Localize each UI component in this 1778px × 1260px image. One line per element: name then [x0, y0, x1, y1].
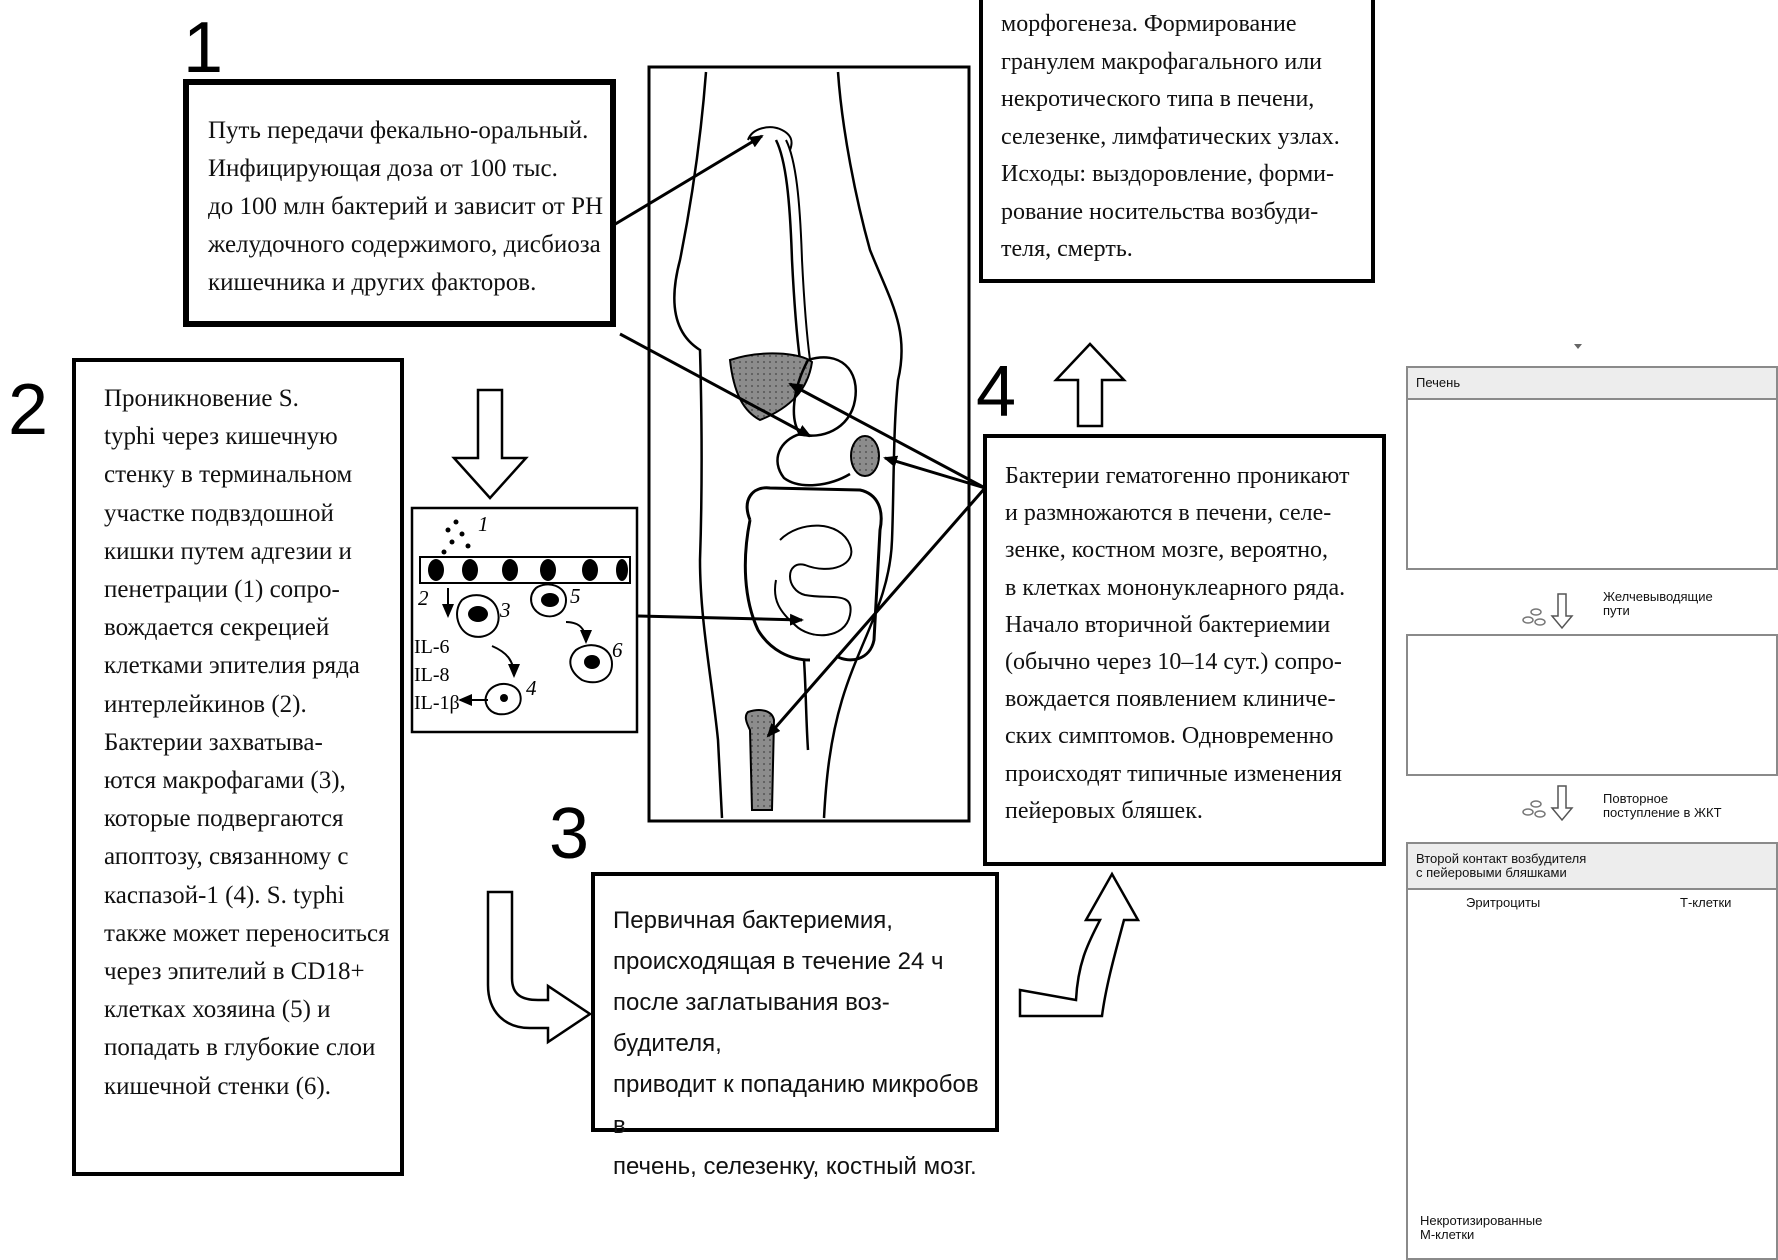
erythrocytes-label: Эритроциты — [1466, 896, 1540, 910]
duodenum — [777, 434, 850, 485]
step-5-text: морфогенеза. Формирование гранулем макро… — [1001, 11, 1340, 262]
step-3-box: Первичная бактериемия, происходящая в те… — [591, 872, 999, 1132]
necrotic-mcells-label: Некротизированные М-клетки — [1420, 1214, 1542, 1242]
stomach-shape — [794, 357, 856, 435]
step-4-text: Бактерии гематогенно проникают и размнож… — [1005, 463, 1349, 824]
step-1-text: Путь передачи фекально-оральный. Инфицир… — [208, 117, 603, 296]
step-4-box: Бактерии гематогенно проникают и размнож… — [983, 434, 1386, 866]
esophagus — [776, 140, 800, 360]
bacteria-icon-2 — [1523, 801, 1545, 817]
arrow-step1-to-mouth — [612, 136, 762, 226]
cell-5-nucleus — [541, 593, 559, 607]
bone-marrow — [746, 710, 774, 810]
inset-label-5: 5 — [570, 584, 581, 609]
bacteria-icon-1 — [1523, 609, 1545, 625]
liver-shape — [730, 353, 812, 420]
cytokine-il6: IL-6 — [414, 636, 450, 659]
colon-left — [745, 520, 810, 660]
macrophage-panel — [1406, 634, 1778, 776]
dropdown-marker-icon — [1574, 344, 1582, 349]
bile-ducts-label: Желчевыводящие пути — [1603, 590, 1713, 618]
spleen-shape — [851, 436, 879, 476]
peyer-contact-title: Второй контакт возбудителя с пейеровыми … — [1408, 844, 1776, 890]
cytokine-il8: IL-8 — [414, 664, 450, 687]
step-4-number: 4 — [976, 356, 1016, 428]
up-arrow-to-step4 — [1020, 874, 1138, 1016]
body-frame — [649, 67, 969, 821]
down-arrow-icon-2 — [1552, 786, 1572, 820]
cell-6-nucleus — [584, 655, 600, 669]
step-2-text: Проникновение S. typhi через кишечную ст… — [104, 385, 390, 1100]
up-arrow-to-step5 — [1056, 344, 1124, 426]
tcells-label: Т-клетки — [1680, 896, 1731, 910]
step-1-number: 1 — [183, 12, 223, 84]
inset-label-4: 4 — [526, 676, 537, 701]
down-arrow-to-inset — [454, 390, 526, 498]
esophagus-inner — [786, 140, 810, 360]
connector-arrows — [612, 136, 985, 736]
cytokine-il1b: IL-1β — [414, 692, 460, 715]
macrophage-3-nucleus — [468, 606, 488, 622]
step-2-box: Проникновение S. typhi через кишечную ст… — [72, 358, 404, 1176]
step-5-box: морфогенеза. Формирование гранулем макро… — [979, 0, 1375, 283]
reentry-label: Повторное поступление в ЖКТ — [1603, 792, 1722, 820]
body-figure — [649, 67, 969, 821]
inset-label-3: 3 — [500, 598, 511, 623]
inset-label-1: 1 — [478, 512, 489, 537]
rectum — [804, 660, 808, 750]
curved-arrow-to-step3 — [488, 892, 590, 1042]
inset-label-6: 6 — [612, 638, 623, 663]
step-3-number: 3 — [549, 798, 589, 870]
liver-panel: Печень — [1406, 366, 1778, 570]
step-2-number: 2 — [8, 374, 48, 446]
down-arrow-icon-1 — [1552, 594, 1572, 628]
step-1-box: Путь передачи фекально-оральный. Инфицир… — [183, 79, 616, 327]
oral-cavity — [748, 127, 792, 150]
arrow-step4-to-marrow — [768, 488, 985, 736]
arrow-inset-to-intestine — [638, 616, 802, 620]
liver-panel-title: Печень — [1408, 368, 1776, 400]
inset-label-2: 2 — [418, 586, 429, 611]
apoptotic-fragment — [500, 694, 508, 702]
